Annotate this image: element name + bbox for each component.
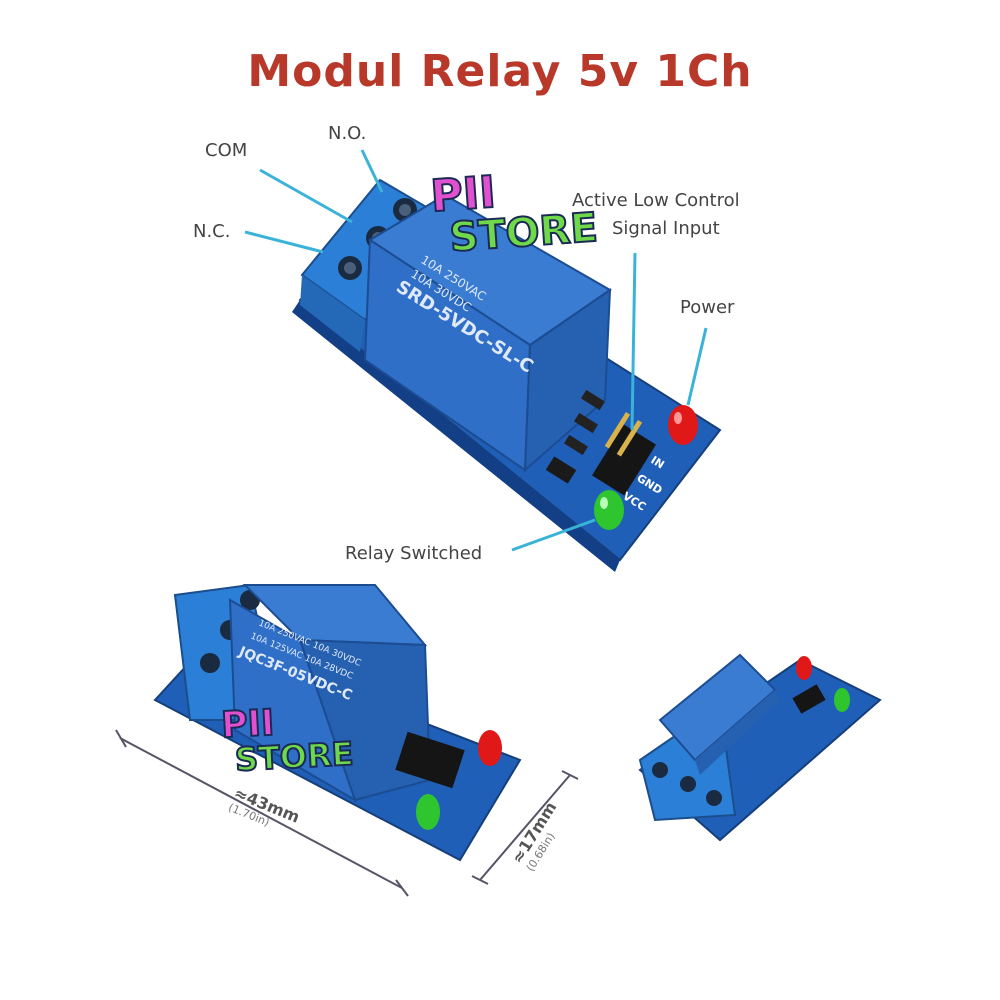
callout-lines <box>244 149 708 552</box>
store-logo-bottom-line2: STORE <box>233 734 355 780</box>
callout-power: Power <box>680 297 735 318</box>
header-pins <box>591 424 657 496</box>
power-led <box>668 405 698 445</box>
pin-label-in: IN <box>648 454 666 472</box>
store-logo-top: PII STORE <box>417 164 600 262</box>
store-logo-line2: STORE <box>447 204 600 262</box>
callout-nc: N.C. <box>193 221 231 242</box>
smd-resistor <box>581 389 605 411</box>
transistor <box>545 456 577 484</box>
dimension-lines <box>115 729 579 897</box>
main-relay-module <box>292 178 722 572</box>
side-relay-module <box>153 583 522 862</box>
callout-active-low-2: Signal Input <box>612 218 720 239</box>
callout-relay-switched: Relay Switched <box>345 543 483 564</box>
store-logo-bottom: PII STORE <box>219 702 355 780</box>
page-title: Modul Relay 5v 1Ch <box>247 46 753 97</box>
compact-relay-module <box>638 653 882 842</box>
callout-active-low-1: Active Low Control <box>572 190 740 211</box>
relay-switched-led <box>594 490 624 530</box>
callout-no: N.O. <box>328 123 367 144</box>
callout-com: COM <box>205 140 248 161</box>
